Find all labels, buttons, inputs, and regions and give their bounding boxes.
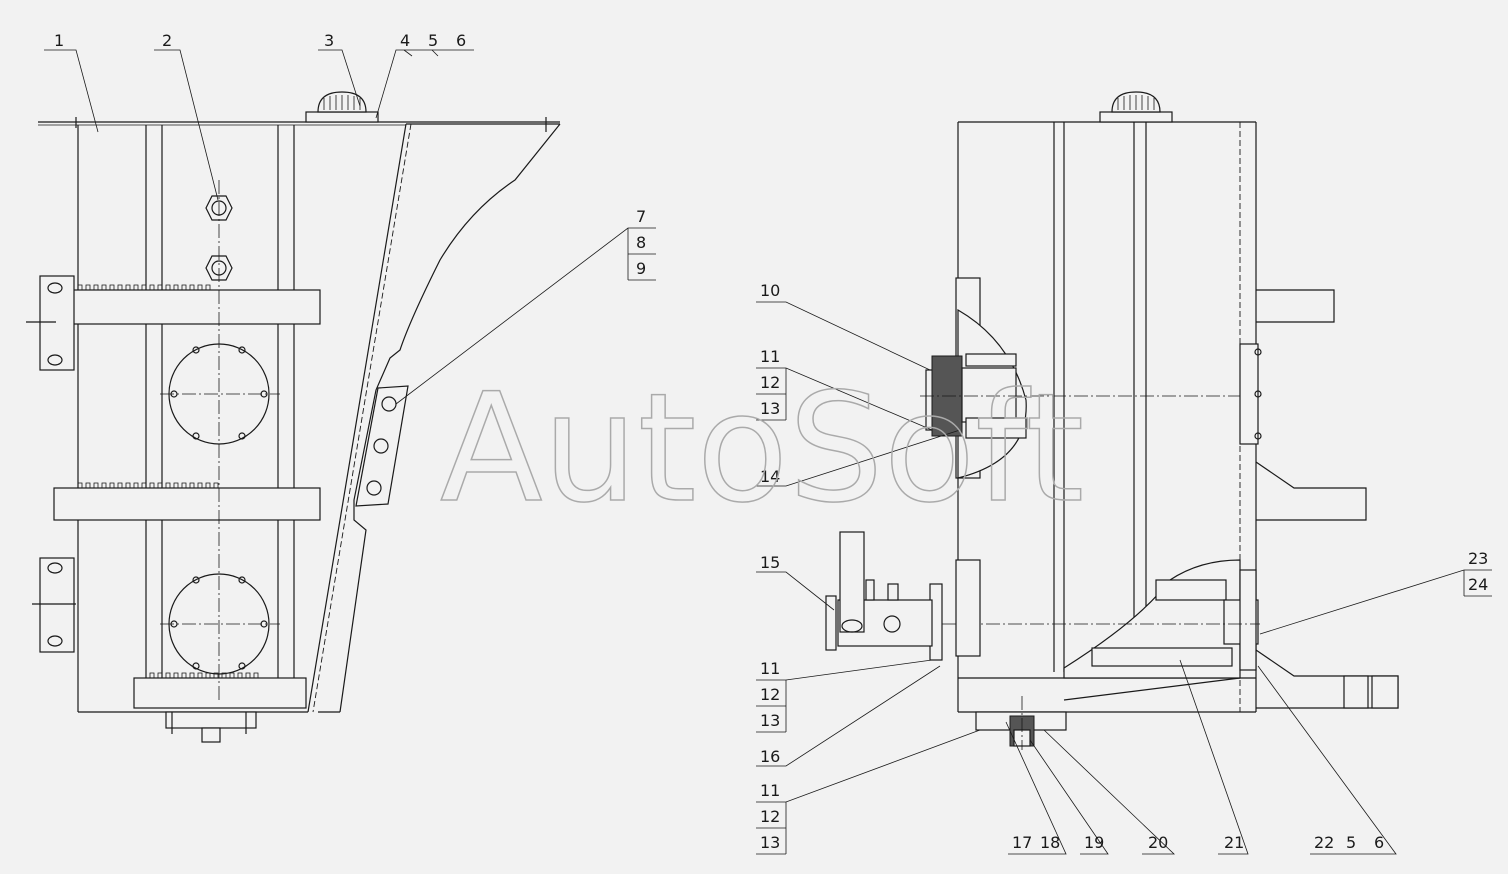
callout-12c: 12 bbox=[760, 807, 780, 826]
callout-3: 3 bbox=[324, 31, 334, 50]
callout-12b: 12 bbox=[760, 685, 780, 704]
callout-13a: 13 bbox=[760, 399, 780, 418]
callout-16: 16 bbox=[760, 747, 780, 766]
callout-11b: 11 bbox=[760, 659, 780, 678]
callout-9: 9 bbox=[636, 259, 646, 278]
callout-13c: 13 bbox=[760, 833, 780, 852]
callout-21: 21 bbox=[1224, 833, 1244, 852]
callout-11c: 11 bbox=[760, 781, 780, 800]
right-view bbox=[825, 91, 1399, 750]
callout-11a: 11 bbox=[760, 347, 780, 366]
callout-labels: 1 2 3 4 5 6 7 8 9 10 11 12 13 14 15 11 1… bbox=[54, 31, 1488, 852]
callout-8: 8 bbox=[636, 233, 646, 252]
callout-12a: 12 bbox=[760, 373, 780, 392]
callout-20: 20 bbox=[1148, 833, 1168, 852]
callout-18: 18 bbox=[1040, 833, 1060, 852]
callout-6b: 6 bbox=[1374, 833, 1384, 852]
leader-lines bbox=[44, 49, 1492, 855]
callout-5: 5 bbox=[428, 31, 438, 50]
callout-19: 19 bbox=[1084, 833, 1104, 852]
callout-10: 10 bbox=[760, 281, 780, 300]
callout-23: 23 bbox=[1468, 549, 1488, 568]
callout-1: 1 bbox=[54, 31, 64, 50]
callout-22: 22 bbox=[1314, 833, 1334, 852]
callout-13b: 13 bbox=[760, 711, 780, 730]
callout-4: 4 bbox=[400, 31, 410, 50]
callout-5b: 5 bbox=[1346, 833, 1356, 852]
left-view bbox=[26, 91, 561, 743]
callout-15: 15 bbox=[760, 553, 780, 572]
callout-2: 2 bbox=[162, 31, 172, 50]
callout-6: 6 bbox=[456, 31, 466, 50]
callout-24: 24 bbox=[1468, 575, 1488, 594]
watermark-text: AutoSoft bbox=[440, 362, 1084, 536]
callout-17: 17 bbox=[1012, 833, 1032, 852]
callout-14: 14 bbox=[760, 467, 780, 486]
callout-7: 7 bbox=[636, 207, 646, 226]
